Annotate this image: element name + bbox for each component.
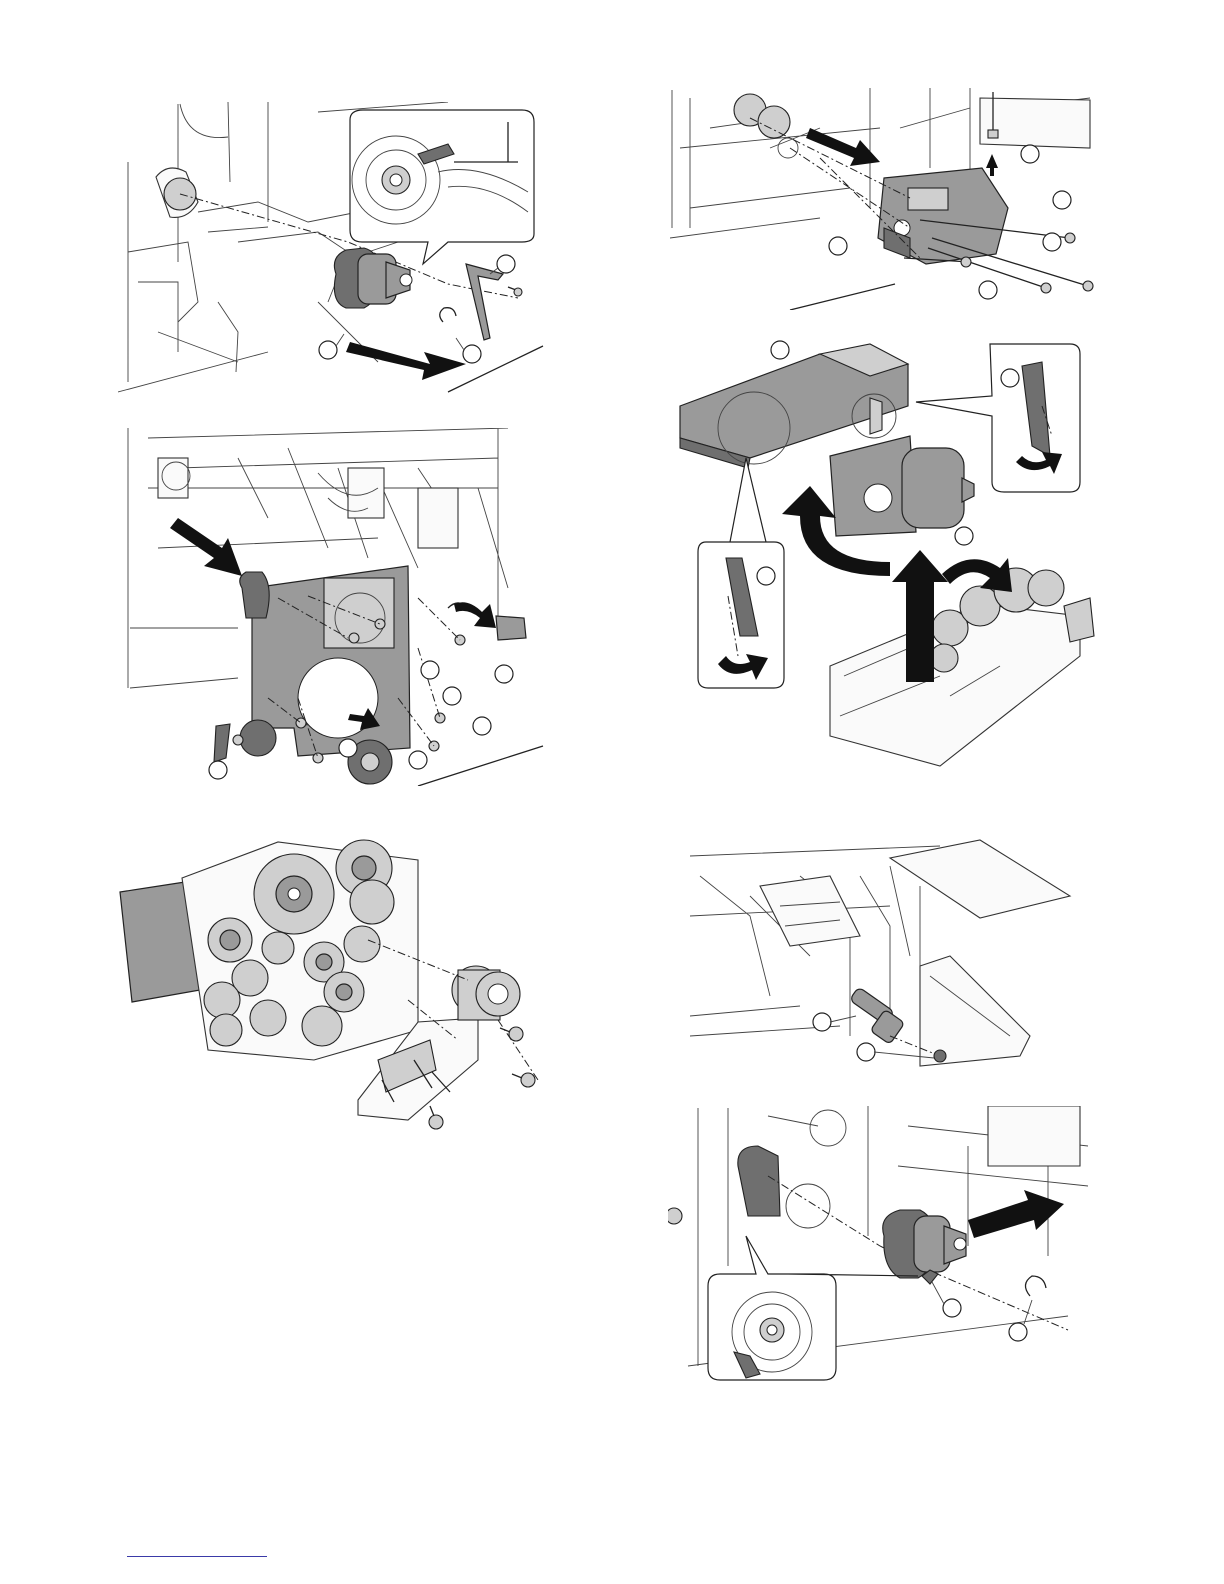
figure-5-motor-unit-disassembly xyxy=(670,336,1102,772)
figure-2-drive-plate-removal xyxy=(118,428,550,786)
figure-1-clutch-removal xyxy=(118,102,550,394)
footer-link-rule xyxy=(127,1556,267,1557)
figure-6-shaft-part-removal xyxy=(690,836,1074,1076)
figure-4-motor-unit-removal xyxy=(670,88,1102,310)
figure-3-gear-plate-exploded xyxy=(118,830,550,1135)
figure-7-clutch-removal xyxy=(668,1106,1096,1384)
